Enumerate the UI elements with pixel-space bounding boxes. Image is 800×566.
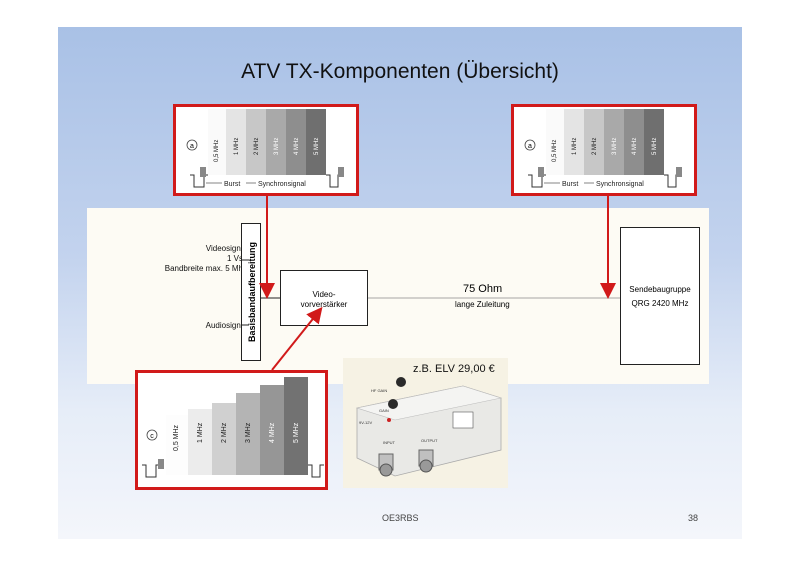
output-text: OUTPUT — [421, 438, 438, 443]
sender-label-1: Sendebaugruppe — [629, 285, 691, 294]
bar-label-1-right: 1 MHz — [572, 138, 578, 155]
page-number: 38 — [688, 513, 699, 523]
bar-label-2-right: 2 MHz — [592, 138, 598, 155]
bar-label-2: 2 MHz — [254, 138, 260, 155]
burst-label: Burst — [224, 181, 240, 188]
impedance-label: 75 Ohm — [463, 283, 503, 295]
bottom-bar-label-5: 5 MHz — [293, 422, 300, 443]
power-text: 9V-12V — [359, 420, 372, 425]
audio-input-label: Audiosignal — [205, 321, 247, 330]
bottom-bar-label-4: 4 MHz — [269, 422, 276, 443]
sync-label-right: Synchronsignal — [596, 181, 644, 188]
bottom-bar-label-3: 3 MHz — [245, 422, 252, 443]
marker-a-right: a — [528, 143, 532, 150]
bottom-bar-label-2: 2 MHz — [221, 422, 228, 443]
amp-label-1: Video- — [312, 290, 336, 299]
device-photo: z.B. ELV 29,00 € HF GAIN GAIN 9V-12V INP… — [343, 358, 508, 488]
hf-gain-text: HF GAIN — [371, 388, 387, 393]
video-input-label: Videosignal 1 Vss Bandbreite max. 5 Mhz — [164, 244, 247, 273]
footer-author: OE3RBS — [382, 513, 419, 523]
line-desc-label: lange Zuleitung — [455, 300, 510, 309]
burst-label-right: Burst — [562, 181, 578, 188]
marker-a: a — [190, 143, 194, 150]
slide-title: ATV TX-Komponenten (Übersicht) — [241, 60, 559, 83]
transmitter-block: Sendebaugruppe QRG 2420 MHz — [620, 227, 700, 365]
bottom-bar-label-1: 1 MHz — [197, 422, 204, 443]
sender-label-2: QRG 2420 MHz — [631, 299, 689, 308]
signal-panel-top-right: a 0,5 MHz 1 MHz 2 MHz 3 MHz 4 MHz 5 MHz … — [511, 104, 697, 196]
bar-label-5: 5 MHz — [314, 138, 320, 155]
bar-label-1: 1 MHz — [234, 138, 240, 155]
amplifier-device-image: HF GAIN GAIN 9V-12V INPUT OUTPUT — [355, 377, 503, 477]
bar-label-3: 3 MHz — [274, 138, 280, 155]
amp-label-2: vorverstärker — [300, 300, 348, 309]
bar-label-3-right: 3 MHz — [612, 138, 618, 155]
sync-label: Synchronsignal — [258, 181, 306, 188]
input-text: INPUT — [383, 440, 396, 445]
bar-label-4: 4 MHz — [294, 138, 300, 155]
bottom-bar-label-0: 0,5 MHz — [173, 424, 180, 451]
bar-label-0: 0,5 MHz — [214, 140, 220, 162]
bar-label-4-right: 4 MHz — [632, 138, 638, 155]
bar-label-5-right: 5 MHz — [652, 138, 658, 155]
signal-panel-top-left: a 0,5 MHz 1 MHz 2 MHz 3 MHz 4 MHz 5 MHz … — [173, 104, 359, 196]
price-label: z.B. ELV 29,00 € — [413, 363, 495, 375]
marker-c: c — [150, 433, 154, 440]
bar-label-0-right: 0,5 MHz — [552, 140, 558, 162]
signal-panel-bottom: c 0,5 MHz 1 MHz 2 MHz 3 MHz 4 MHz 5 MHz — [135, 370, 328, 490]
gain-text: GAIN — [379, 408, 389, 413]
